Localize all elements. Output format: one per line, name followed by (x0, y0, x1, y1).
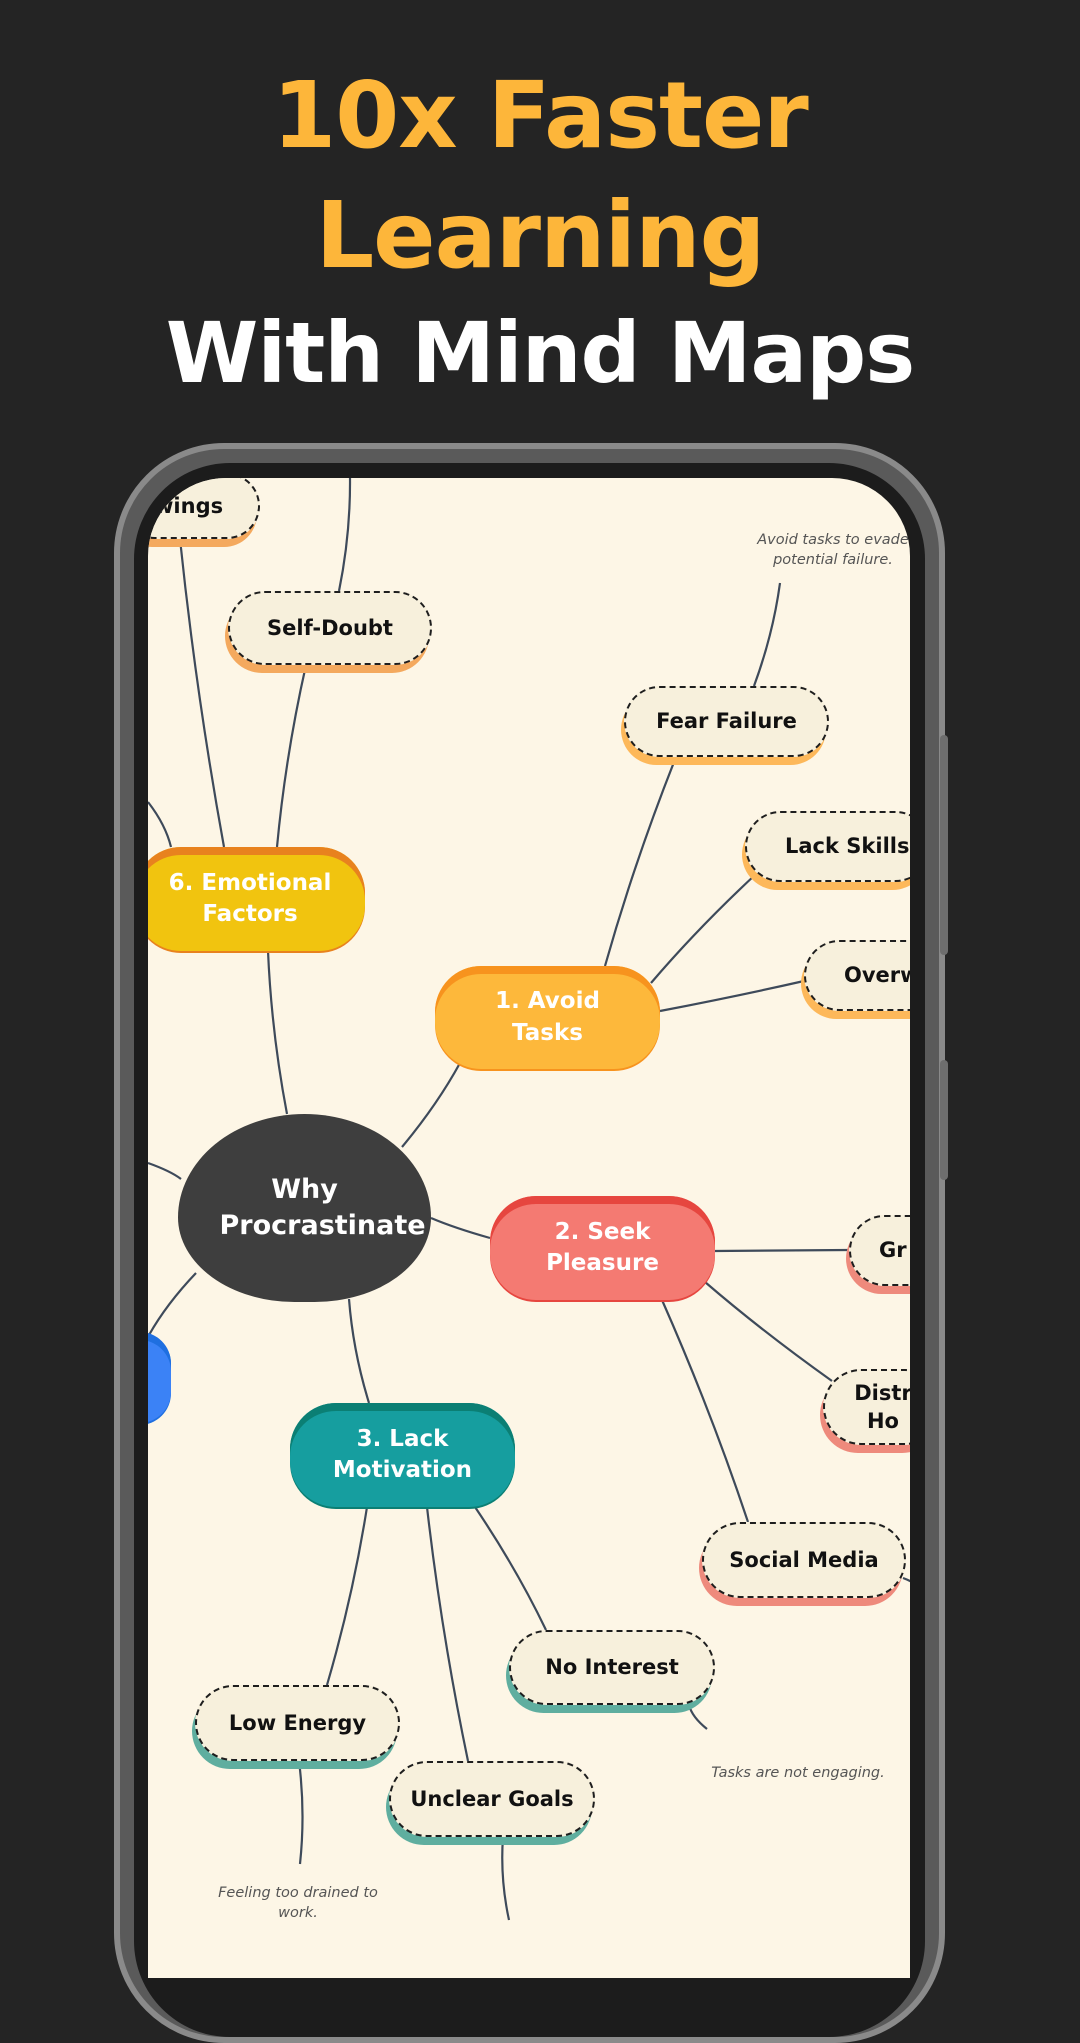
node-label: 6. Emotional Factors (168, 869, 332, 927)
leaf-node-overwh[interactable]: Overwh (804, 940, 910, 1011)
leaf-node-lack-skills[interactable]: Lack Skills (745, 811, 910, 882)
node-label: Unclear Goals (410, 1786, 574, 1811)
mindmap-edge (752, 582, 782, 687)
node-label: Self-Doubt (267, 615, 393, 640)
branch-node-6-emotional-factors[interactable]: 6. Emotional Factors (148, 847, 365, 951)
node-label: 2. Seek Pleasure (546, 1218, 659, 1276)
node-label: No Interest (545, 1655, 679, 1680)
leaf-node-self-doubt[interactable]: Self-Doubt (228, 591, 432, 665)
node-label: Lack Skills (785, 834, 910, 859)
mindmap-edge (659, 979, 805, 1013)
node-label: Low Energy (228, 1710, 367, 1735)
node-label: Fear Failure (656, 709, 797, 734)
node-label: 3. Lack Motivation (332, 1425, 473, 1483)
node-label: Gr (879, 1238, 907, 1263)
leaf-node-gr[interactable]: Gr (849, 1215, 910, 1286)
leaf-node-unclear-goals[interactable]: Unclear Goals (389, 1761, 595, 1837)
mindmap-edge (603, 756, 678, 967)
mindmap-edge (687, 1704, 708, 1730)
node-label: 1. Avoid Tasks (495, 988, 600, 1046)
mindmap-edge (266, 950, 289, 1115)
node-label: Distr Ho (854, 1380, 910, 1433)
node-note: Feeling too drained to work. (218, 1885, 378, 1922)
mindmap-edge (148, 801, 173, 848)
mindmap-edge (148, 1161, 182, 1180)
mindmap-edge (501, 1836, 511, 1921)
leaf-node-swings[interactable]: Swings (148, 478, 260, 539)
mindmap-edge (430, 1216, 491, 1240)
node-label: Social Media (729, 1547, 879, 1572)
root-node[interactable]: Why Procrastinate (178, 1114, 431, 1302)
mindmap-edge (297, 1760, 304, 1865)
leaf-node-fear-failure[interactable]: Fear Failure (624, 686, 829, 757)
mindmap-edge (714, 1248, 850, 1253)
leaf-node-no-interest[interactable]: No Interest (509, 1630, 715, 1705)
node-note: Avoid tasks to evade potential failure. (757, 532, 909, 569)
branch-node-3-lack-motivation[interactable]: 3. Lack Motivation (290, 1403, 515, 1507)
leaf-node-low-energy[interactable]: Low Energy (195, 1685, 400, 1761)
mindmap-edge (425, 1506, 470, 1762)
mindmap-edge (902, 1576, 910, 1583)
node-note: Tasks are not engaging. (711, 1765, 885, 1781)
headline-line-3: With Mind Maps (165, 304, 916, 402)
node-label: Why Procrastinate (219, 1173, 426, 1241)
mindmap-edge (178, 538, 226, 848)
volume-button (940, 735, 948, 955)
mindmap-edge (401, 1062, 461, 1148)
mindmap-edge (474, 1506, 547, 1631)
mindmap-edge (660, 1299, 750, 1523)
headline-line-2: Learning (315, 182, 766, 289)
mindmap-edge (347, 1298, 371, 1404)
power-button (940, 1060, 948, 1180)
branch-node-1-avoid-tasks[interactable]: 1. Avoid Tasks (435, 966, 660, 1069)
branch-node-2-seek-pleasure[interactable]: 2. Seek Pleasure (490, 1196, 715, 1300)
mindmap-edge (275, 664, 308, 848)
node-label: Swings (148, 493, 224, 518)
mindmap-edge (337, 478, 352, 592)
headline-line-1: 10x Faster (272, 62, 808, 169)
mindmap-edge (704, 1281, 833, 1382)
node-label: Overwh (844, 963, 910, 988)
mindmap-edge (325, 1506, 369, 1686)
mindmap-edge (650, 873, 757, 984)
branch-node-blue-branch[interactable] (148, 1332, 171, 1423)
mindmap-edge (148, 1272, 197, 1336)
leaf-node-distr-ho[interactable]: Distr Ho (823, 1369, 910, 1445)
mindmap-canvas[interactable]: SwingsSelf-Doubt 6. Emotional Factors Fear… (148, 478, 910, 1978)
leaf-node-social-media[interactable]: Social Media (702, 1522, 906, 1598)
mindmap-edges (148, 478, 910, 1921)
